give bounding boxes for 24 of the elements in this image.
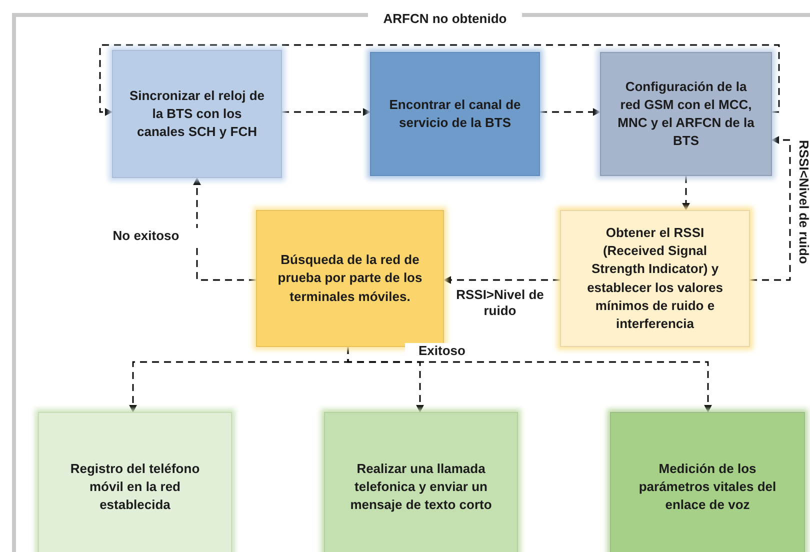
- box-text: Configuración de la red GSM con el MCC, MNC y el ARFCN de la BTS: [616, 78, 756, 150]
- arrow: [193, 177, 256, 281]
- box-text: Obtener el RSSI (Received Signal Strength Indicator) y establecer los valores mínimos de ruido e interferencia: [586, 224, 724, 333]
- box-text: Sincronizar el reloj de la BTS con los canales SCH y FCH: [128, 86, 266, 142]
- arrow: [750, 136, 791, 281]
- arrow: [540, 108, 601, 116]
- process-box: [324, 412, 518, 552]
- box-text: Encontrar el canal de servicio de la BTS: [388, 96, 522, 132]
- process-box: [256, 210, 444, 347]
- arrow: [682, 176, 690, 211]
- arrow: [282, 108, 371, 116]
- process-box: [610, 412, 805, 552]
- box-text: Medición de los parámetros vitales del enlace de voz: [638, 460, 778, 514]
- process-box: [560, 210, 750, 347]
- process-box: [38, 412, 232, 552]
- process-box: [600, 52, 772, 176]
- process-box: [112, 50, 282, 178]
- box-text: Registro del teléfono móvil en la red establecida: [69, 460, 201, 514]
- box-text: Realizar una llamada telefonica y enviar un mensaje de texto corto: [349, 460, 493, 514]
- process-box: [370, 52, 540, 176]
- arrow: [347, 347, 712, 413]
- arrow: [443, 276, 560, 284]
- arrow: [99, 44, 780, 116]
- box-text: Búsqueda de la red de prueba por parte de los terminales móviles.: [276, 251, 424, 306]
